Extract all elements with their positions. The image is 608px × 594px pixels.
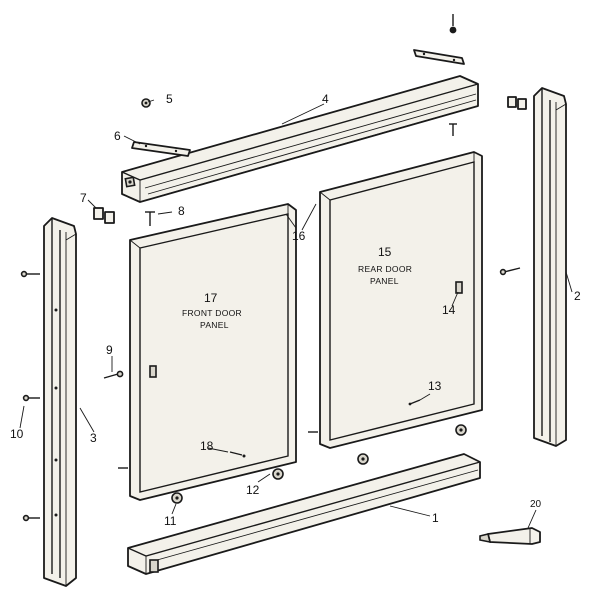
callout-2: 2 <box>574 289 581 303</box>
screw-part-9 <box>103 370 124 379</box>
screw-part-18 <box>229 451 246 458</box>
callout-13: 13 <box>428 379 442 393</box>
callout-11: 11 <box>164 514 177 528</box>
sealant-tube-part-20 <box>479 527 541 545</box>
callout-16: 16 <box>292 229 306 243</box>
callout-18: 18 <box>200 439 214 453</box>
top-right-bracket <box>413 14 465 65</box>
callout-10: 10 <box>10 427 24 441</box>
front-door-panel-part-17 <box>118 203 297 504</box>
callout-12: 12 <box>246 483 260 497</box>
callout-3: 3 <box>90 431 97 445</box>
rear-panel-caption-line1: REAR DOOR <box>358 264 412 274</box>
callout-6: 6 <box>114 129 121 143</box>
nut-part-5 <box>141 98 151 108</box>
callout-9: 9 <box>106 343 113 357</box>
left-wall-screws <box>20 270 40 522</box>
leader-lines <box>19 99 573 529</box>
bumper-blocks-part-7 <box>93 207 115 224</box>
bottom-track-part-1 <box>127 453 481 575</box>
panel-captions: FRONT DOOR PANEL REAR DOOR PANEL <box>182 264 412 330</box>
rear-panel-caption-line2: PANEL <box>370 276 399 286</box>
screw-part-8 <box>145 211 155 226</box>
top-track-part-4 <box>121 75 479 203</box>
screw-part-13 <box>408 399 421 406</box>
callout-20: 20 <box>530 499 542 510</box>
callout-17: 17 <box>204 291 218 305</box>
right-wall-screw <box>499 267 521 276</box>
callout-14: 14 <box>442 303 456 317</box>
callout-5: 5 <box>166 92 173 106</box>
callout-1: 1 <box>432 511 439 525</box>
front-panel-caption-line2: PANEL <box>200 320 229 330</box>
callout-4: 4 <box>322 92 329 106</box>
left-jamb-part-3 <box>43 217 77 587</box>
bracket-part-6 <box>131 141 191 157</box>
rear-door-panel-part-15 <box>308 151 483 465</box>
front-panel-caption-line1: FRONT DOOR <box>182 308 242 318</box>
callout-15: 15 <box>378 245 392 259</box>
screw-under-track <box>449 123 457 136</box>
callout-labels: 1 2 3 4 5 6 7 8 9 10 11 12 13 14 15 16 1… <box>10 92 581 528</box>
right-jamb-part-2 <box>507 87 567 447</box>
callout-7: 7 <box>80 191 87 205</box>
callout-8: 8 <box>178 204 185 218</box>
